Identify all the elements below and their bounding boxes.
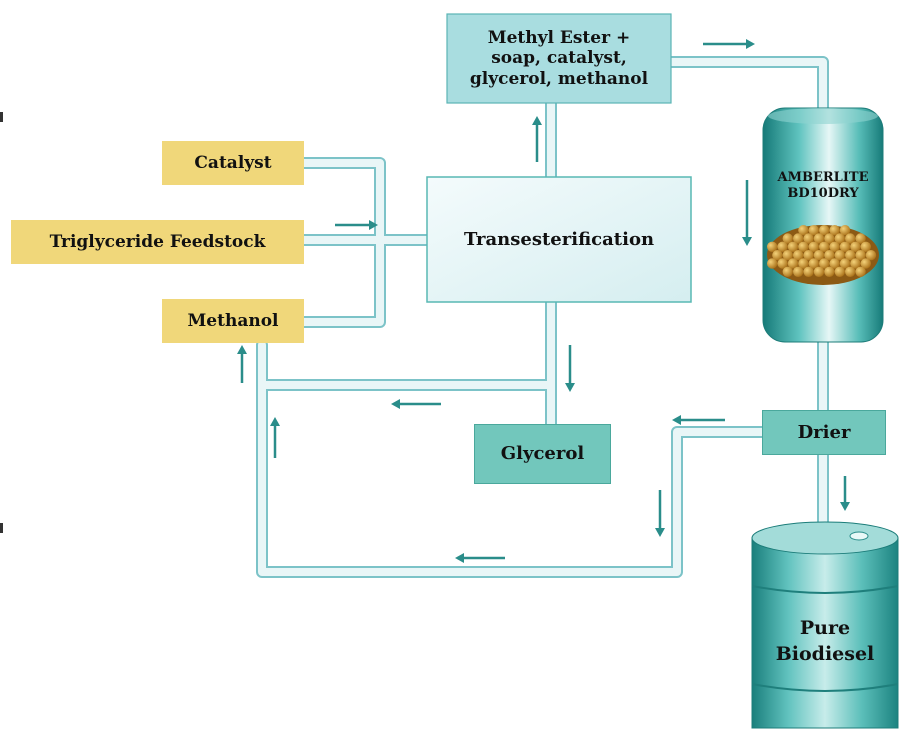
products-line-2: soap, catalyst, bbox=[491, 48, 627, 69]
arrow-icon bbox=[742, 180, 752, 246]
page-edge-mark bbox=[0, 523, 3, 533]
arrow-icon bbox=[335, 220, 378, 230]
resin-bead bbox=[845, 250, 856, 261]
resin-bead bbox=[803, 266, 814, 277]
resin-bead bbox=[767, 258, 778, 269]
resin-bead bbox=[793, 250, 804, 261]
resin-bead bbox=[798, 225, 809, 236]
resin-bead bbox=[850, 258, 861, 269]
resin-bead bbox=[839, 241, 851, 252]
arrow-icon bbox=[840, 476, 850, 511]
transesterification-reactor bbox=[426, 176, 692, 303]
biodiesel-line-2: Biodiesel bbox=[775, 643, 875, 665]
resin-bead bbox=[855, 233, 866, 244]
arrow-icon bbox=[655, 490, 665, 537]
column-line-2: BD10DRY bbox=[787, 186, 859, 201]
transesterification-label-wrap: Transesterification bbox=[427, 177, 691, 302]
catalyst-label: Catalyst bbox=[194, 152, 272, 173]
resin-bead bbox=[845, 233, 856, 244]
arrow-icon bbox=[270, 417, 280, 458]
resin-bead bbox=[782, 233, 793, 244]
resin-bead bbox=[824, 233, 835, 244]
arrow-icon bbox=[703, 39, 755, 49]
resin-bead bbox=[782, 250, 793, 261]
resin-bead bbox=[787, 241, 799, 252]
feedstock-label: Triglyceride Feedstock bbox=[49, 231, 266, 252]
resin-bead bbox=[829, 225, 840, 236]
resin-bead bbox=[850, 241, 861, 252]
resin-bead bbox=[808, 225, 819, 236]
page-edge-mark bbox=[0, 112, 3, 122]
feedstock-box: Triglyceride Feedstock bbox=[11, 220, 304, 264]
drum-icon bbox=[751, 521, 899, 729]
glycerol-label: Glycerol bbox=[500, 443, 585, 465]
resin-bead bbox=[824, 250, 835, 261]
resin-bead bbox=[808, 241, 819, 252]
resin-bead bbox=[793, 266, 804, 277]
products-line-1: Methyl Ester + bbox=[487, 27, 631, 48]
products-vessel bbox=[446, 13, 672, 104]
resin-bead bbox=[855, 266, 866, 277]
resin-bead bbox=[824, 266, 835, 277]
resin-bead bbox=[834, 233, 845, 244]
resin-bead bbox=[782, 266, 793, 277]
column-label-wrap: AMBERLITE BD10DRY bbox=[763, 166, 883, 206]
resin-bead bbox=[834, 266, 845, 277]
transesterification-label: Transesterification bbox=[463, 228, 655, 250]
resin-bead bbox=[855, 250, 866, 261]
resin-bead bbox=[798, 241, 809, 252]
resin-bead bbox=[845, 266, 856, 277]
products-line-3: glycerol, methanol bbox=[469, 68, 649, 89]
glycerol-box: Glycerol bbox=[474, 424, 611, 484]
arrow-icon bbox=[532, 116, 542, 162]
methanol-box: Methanol bbox=[162, 299, 304, 343]
resin-bead bbox=[860, 258, 871, 269]
resin-bead bbox=[813, 233, 825, 244]
catalyst-box: Catalyst bbox=[162, 141, 304, 185]
resin-bead bbox=[839, 225, 851, 236]
arrow-icon bbox=[455, 553, 505, 563]
resin-bead bbox=[834, 250, 845, 261]
resin-bead bbox=[829, 241, 840, 252]
resin-bead bbox=[813, 250, 825, 261]
resin-bead bbox=[777, 258, 788, 269]
pipe-products-to-column bbox=[665, 56, 829, 114]
resin-bead bbox=[777, 241, 788, 252]
resin-bead bbox=[787, 258, 799, 269]
biodiesel-label-wrap: Pure Biodiesel bbox=[752, 612, 898, 672]
drier-label: Drier bbox=[797, 421, 851, 443]
resin-bead bbox=[772, 250, 783, 261]
resin-bead bbox=[819, 241, 830, 252]
resin-bead bbox=[865, 250, 877, 261]
column-line-1: AMBERLITE bbox=[777, 169, 869, 185]
resin-bead bbox=[819, 225, 830, 236]
resin-bead bbox=[803, 250, 814, 261]
arrow-icon bbox=[565, 345, 575, 392]
resin-bead bbox=[798, 258, 809, 269]
biodiesel-line-1: Pure bbox=[799, 617, 851, 640]
resin-bead bbox=[767, 241, 778, 252]
resin-bead bbox=[808, 258, 819, 269]
arrow-icon bbox=[672, 415, 725, 425]
resin-bead bbox=[793, 233, 804, 244]
resin-bead bbox=[819, 258, 830, 269]
resin-bead bbox=[860, 241, 871, 252]
resin-bead bbox=[829, 258, 840, 269]
arrow-icon bbox=[237, 345, 247, 383]
arrow-icon bbox=[391, 399, 441, 409]
products-label-wrap: Methyl Ester + soap, catalyst, glycerol,… bbox=[447, 14, 671, 103]
resin-bead bbox=[839, 258, 851, 269]
drier-box: Drier bbox=[762, 410, 886, 455]
resin-bead bbox=[803, 233, 814, 244]
resin-bead bbox=[813, 266, 825, 277]
methanol-label: Methanol bbox=[187, 310, 279, 331]
resin-bead-icon bbox=[767, 225, 879, 285]
